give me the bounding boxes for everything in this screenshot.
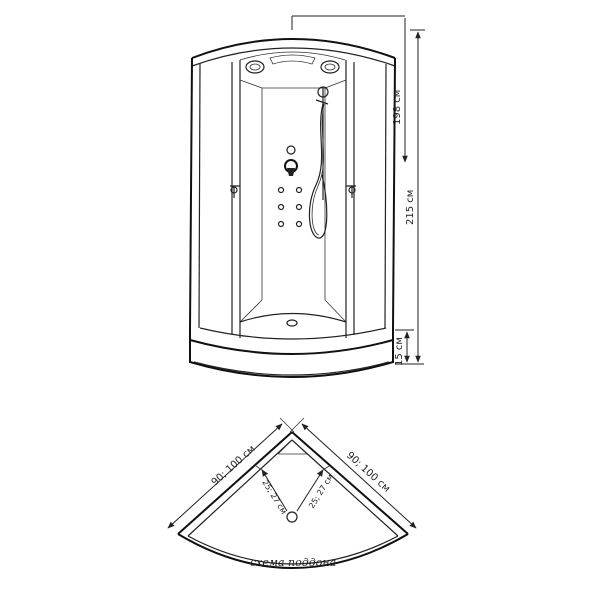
right-inner-post: [384, 63, 387, 329]
tray-plan-view: 25; 27 см 25; 27 см 90; 100 см 90; 100 с…: [167, 417, 417, 569]
shower-hose: [308, 103, 328, 239]
overhead-shower: [269, 54, 316, 65]
dim-label-198: 198 см: [392, 90, 403, 125]
left-handle-knob: [230, 186, 238, 194]
dim-label-left-side: 90; 100 см: [210, 444, 258, 489]
left-outer-post: [189, 57, 193, 331]
right-ceiling-light: [320, 60, 340, 74]
dim-line-left-side: [167, 423, 283, 529]
jet: [295, 186, 303, 194]
height-dimensions: 198 см 215 см 15 см: [291, 15, 425, 366]
jet: [295, 220, 303, 228]
tray-base: [193, 361, 390, 376]
control-knob-top: [286, 145, 296, 155]
tray-front-inner-arc: [187, 535, 399, 565]
tray-right-edge: [291, 431, 409, 535]
dim-line-right-side: [301, 423, 417, 529]
side-top-tick-left: [279, 417, 295, 433]
left-door-handle: [230, 185, 240, 198]
right-ceiling-light-inner: [324, 63, 336, 71]
jet: [277, 203, 285, 211]
back-wall-top-right: [324, 79, 347, 89]
tray-back-edge: [239, 312, 347, 323]
cabin-front-view: [189, 38, 396, 378]
tray-drain: [286, 511, 298, 523]
dim-label-215: 215 см: [405, 190, 416, 225]
tray-caption: схема поддона: [250, 556, 336, 569]
massage-jets: [277, 186, 303, 228]
cabin-roof-top: [191, 38, 396, 59]
back-wall-top-left: [239, 79, 263, 89]
mixer-handle: [287, 168, 295, 176]
cabin-roof-edge: [191, 47, 396, 67]
dim-label-left-inner: 25; 27 см: [260, 478, 288, 515]
tray-left-edge: [177, 431, 293, 535]
left-ceiling-light: [245, 60, 265, 74]
jet: [277, 186, 285, 194]
tray-front-arc: [177, 533, 409, 569]
drain: [286, 319, 298, 327]
hand-shower-holder: [315, 99, 329, 105]
roof-panel: [239, 51, 346, 61]
hand-shower-head: [317, 86, 329, 98]
dim-label-right-inner: 25; 27 см: [307, 473, 335, 510]
right-outer-post: [392, 57, 396, 331]
left-inner-post: [198, 63, 201, 329]
right-handle-knob: [348, 186, 356, 194]
shower-hose-inner: [311, 103, 325, 236]
jet: [295, 203, 303, 211]
jet: [277, 220, 285, 228]
tray-inner-front: [199, 327, 387, 340]
left-ceiling-light-inner: [249, 63, 261, 71]
tray-rim: [189, 339, 394, 355]
side-top-tick-right: [289, 417, 305, 433]
dim-label-15: 15 см: [394, 337, 405, 366]
right-door-handle: [346, 185, 356, 198]
tray-apron: [189, 330, 394, 378]
floor-corners: [239, 299, 347, 323]
dim-label-right-side: 90; 100 см: [344, 450, 392, 495]
